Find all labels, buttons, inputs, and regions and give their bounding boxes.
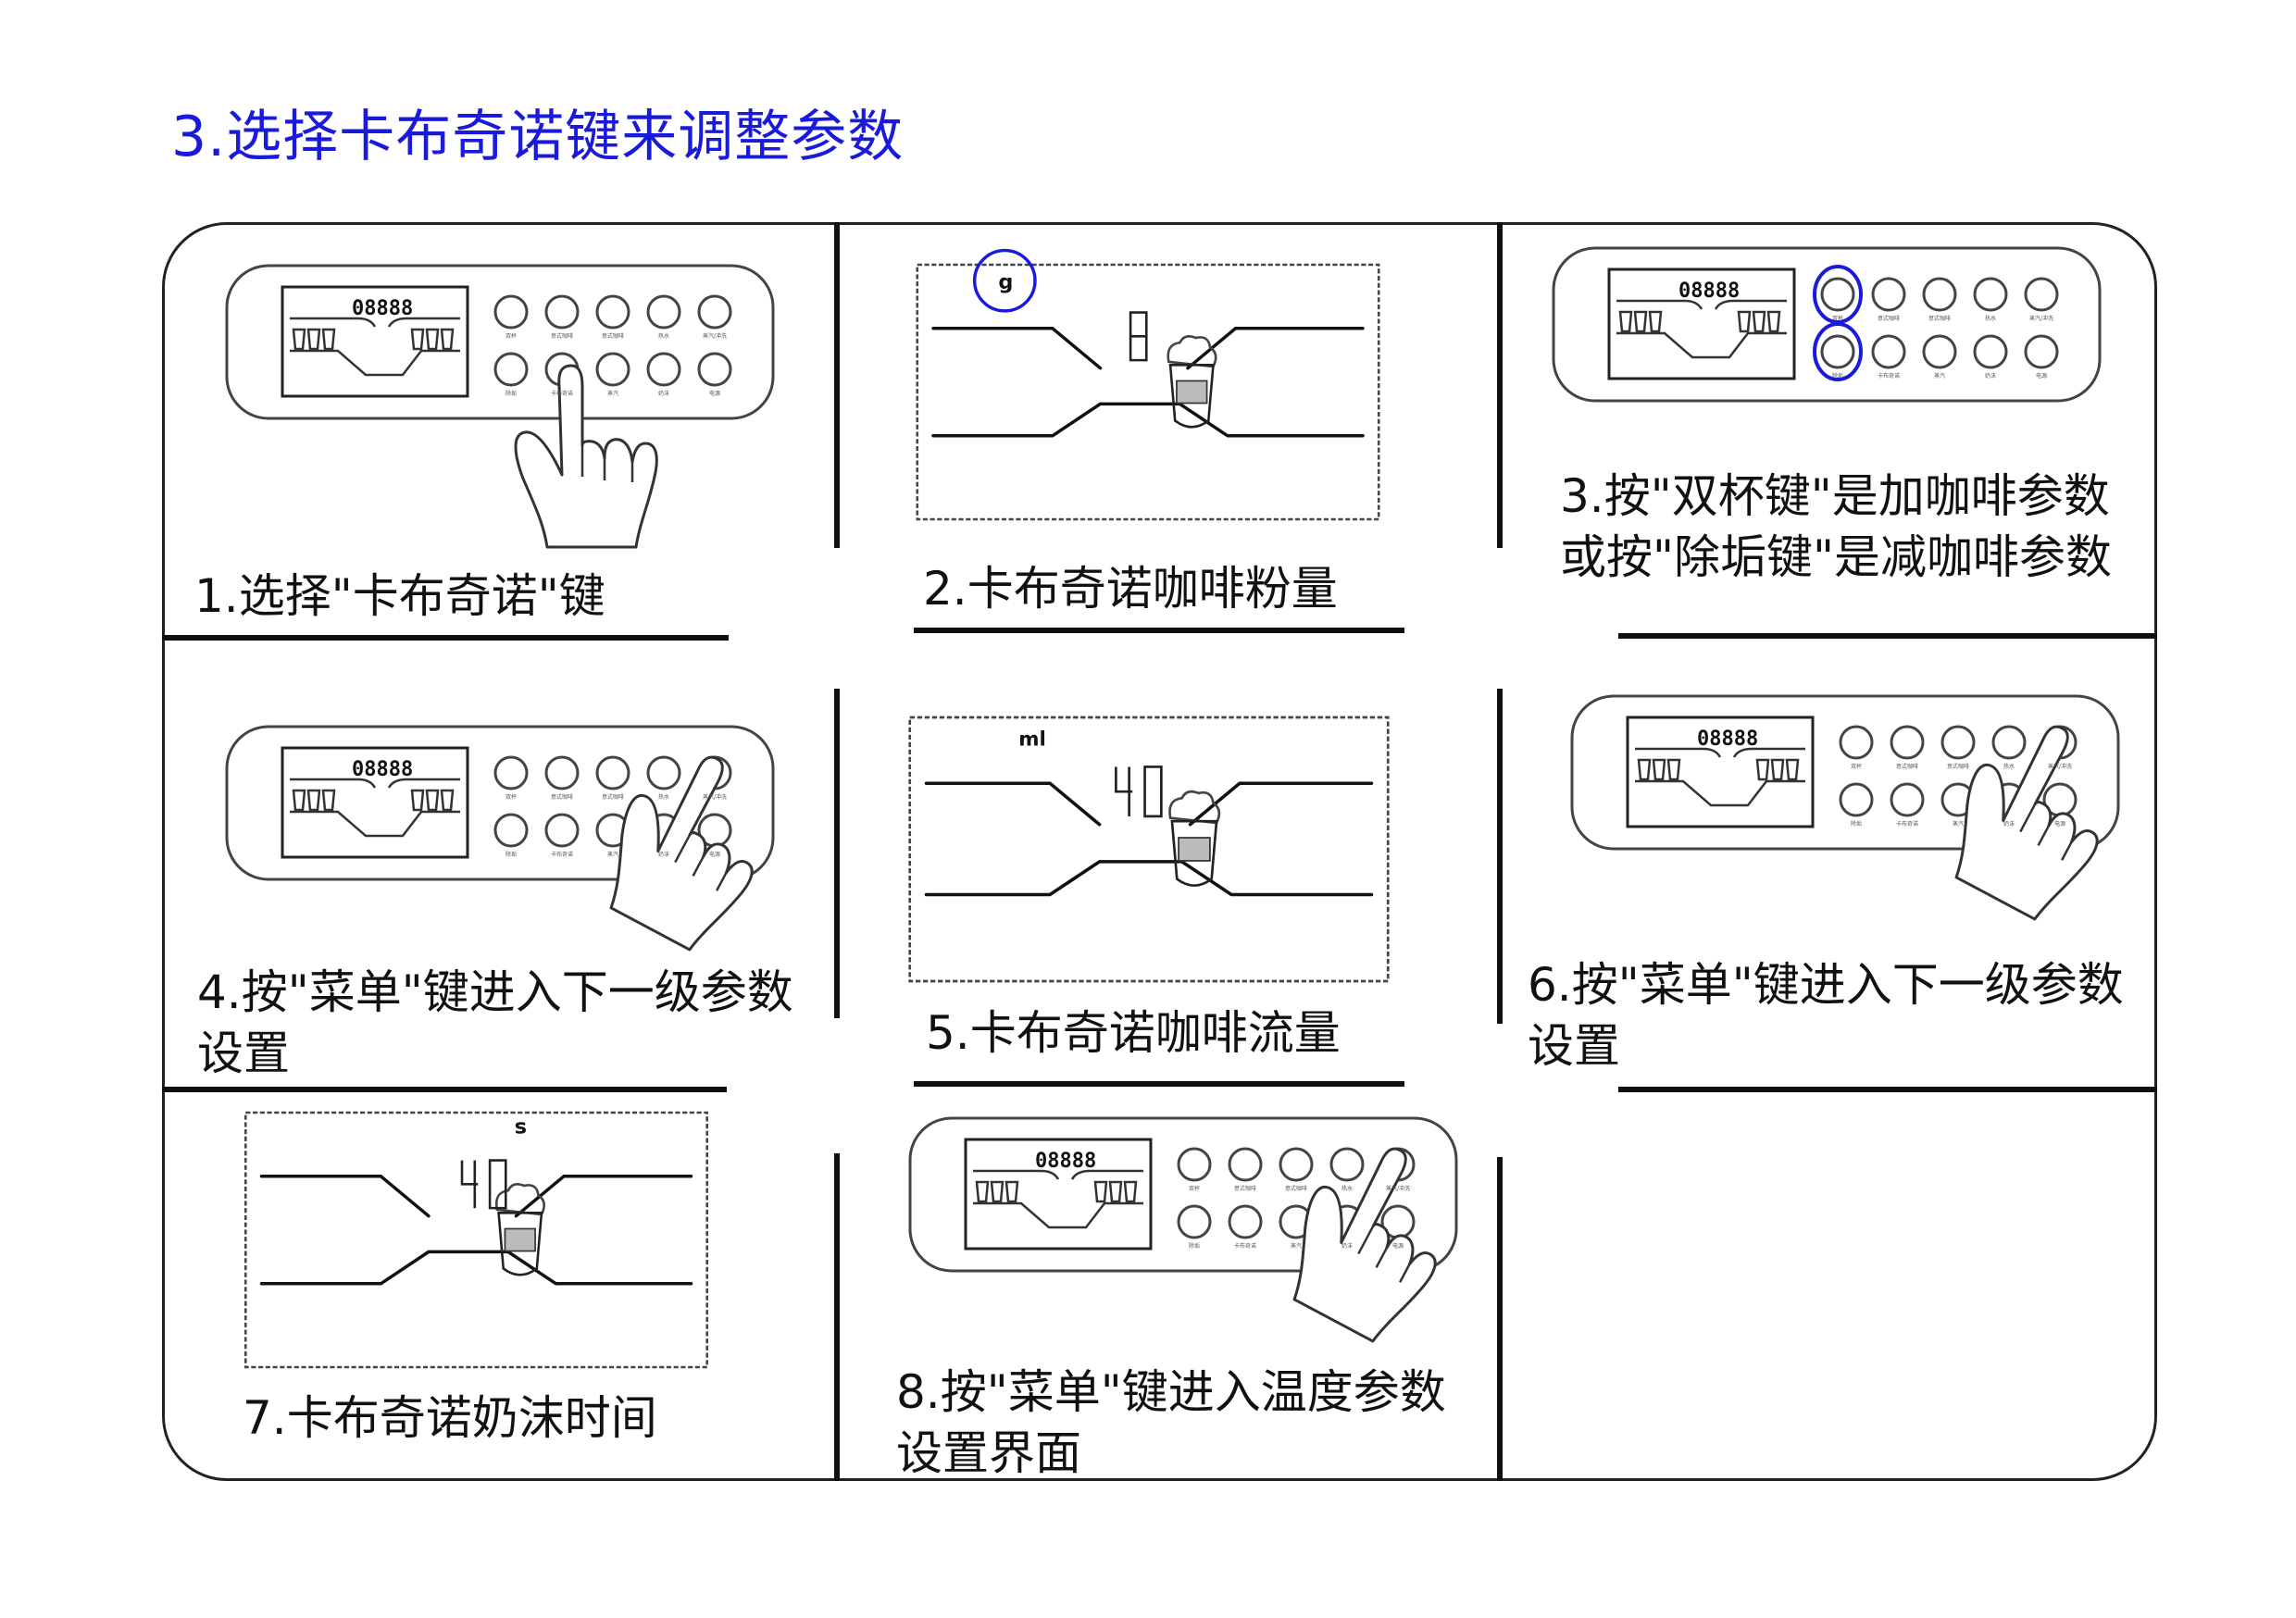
divider-col1-row2	[834, 689, 840, 1018]
step-5-caption: 5.卡布奇诺咖啡流量	[926, 1006, 1341, 1060]
button-label-top-1: 双杯	[1832, 315, 1843, 322]
step-6-caption-line-1: 6.按"菜单"键进入下一级参数	[1528, 958, 2124, 1012]
step-8-caption-line-1: 8.按"菜单"键进入温度参数	[896, 1365, 1446, 1419]
button-label-bottom-4: 奶沫	[2003, 820, 2015, 828]
underline-step-2	[914, 628, 1404, 633]
step-3-caption-line-2: 或按"除垢键"是减咖啡参数	[1560, 530, 2112, 584]
button-label-top-3: 意式咖啡	[602, 793, 624, 801]
button-label-top-3: 意式咖啡	[1947, 763, 1969, 770]
display-screen-illustration: ml	[908, 716, 1390, 983]
button-label-bottom-4: 奶沫	[1985, 372, 1996, 380]
display-screen-illustration: g	[916, 248, 1380, 521]
unit-label: g	[998, 270, 1013, 294]
button-label-top-1: 双杯	[1189, 1185, 1200, 1192]
button-label-bottom-4: 奶沫	[658, 390, 669, 397]
button-label-bottom-3: 蒸汽	[1291, 1242, 1302, 1250]
button-label-top-5: 蒸汽/冲洗	[703, 332, 727, 340]
button-label-top-2: 意式咖啡	[1234, 1185, 1256, 1192]
lcd-value: 08888	[352, 758, 413, 781]
underline-step-4	[162, 1087, 727, 1092]
lcd-value: 08888	[1697, 728, 1758, 751]
button-label-top-4: 热水	[2003, 763, 2015, 770]
step-2-caption: 2.卡布奇诺咖啡粉量	[923, 562, 1338, 616]
step-4-caption-line-2: 设置	[197, 1027, 290, 1080]
button-label-bottom-1: 除垢	[505, 851, 517, 858]
step-8-caption-line-2: 设置界面	[896, 1426, 1081, 1480]
page-title: 3.选择卡布奇诺键来调整参数	[171, 105, 905, 169]
button-label-top-4: 热水	[1985, 315, 1996, 322]
divider-col2-row1	[1497, 222, 1503, 548]
underline-step-5	[914, 1081, 1404, 1087]
button-label-bottom-2: 卡布奇诺	[1234, 1242, 1256, 1250]
button-label-bottom-2: 卡布奇诺	[1896, 820, 1918, 828]
button-label-bottom-5: 电源	[2036, 372, 2047, 380]
divider-col2-row2	[1497, 689, 1503, 1024]
button-label-bottom-5: 电源	[1392, 1242, 1404, 1250]
unit-label: ml	[1018, 728, 1046, 751]
button-label-bottom-3: 蒸汽	[607, 390, 618, 397]
button-label-top-4: 热水	[1341, 1185, 1353, 1192]
divider-col1-row3	[834, 1153, 840, 1481]
button-label-bottom-4: 奶沫	[658, 851, 669, 858]
button-label-top-2: 意式咖啡	[551, 793, 573, 801]
divider-col1-row1	[834, 222, 840, 548]
divider-col2-row3	[1497, 1157, 1503, 1481]
lcd-value: 08888	[1035, 1150, 1096, 1173]
button-label-top-4: 热水	[658, 793, 669, 801]
descale-highlight	[1813, 322, 1863, 381]
step-3-caption-line-1: 3.按"双杯键"是加咖啡参数	[1560, 469, 2110, 523]
button-label-top-2: 意式咖啡	[1896, 763, 1918, 770]
underline-step-3	[1618, 633, 2157, 639]
button-label-bottom-2: 卡布奇诺	[551, 851, 573, 858]
unit-label: s	[515, 1114, 527, 1139]
button-label-top-1: 双杯	[1851, 763, 1862, 770]
step-6-caption-line-2: 设置	[1528, 1019, 1620, 1073]
step-4-caption-line-1: 4.按"菜单"键进入下一级参数	[197, 965, 793, 1019]
underline-step-6	[1618, 1087, 2157, 1092]
button-label-bottom-1: 除垢	[1851, 820, 1862, 828]
step-1-caption: 1.选择"卡布奇诺"键	[194, 569, 605, 623]
display-screen-illustration: s	[243, 1111, 709, 1369]
steps-frame	[162, 222, 2157, 1481]
button-label-top-2: 意式咖啡	[551, 332, 573, 340]
button-label-top-3: 意式咖啡	[1285, 1185, 1307, 1192]
button-label-top-5: 蒸汽/冲洗	[703, 793, 727, 801]
button-label-bottom-5: 电源	[709, 851, 720, 858]
button-label-top-5: 蒸汽/冲洗	[2029, 315, 2053, 322]
button-label-bottom-5: 电源	[709, 390, 720, 397]
button-label-bottom-5: 电源	[2054, 820, 2065, 828]
lcd-value: 08888	[352, 297, 413, 320]
button-label-bottom-1: 除垢	[1189, 1242, 1200, 1250]
button-label-top-2: 意式咖啡	[1878, 315, 1900, 322]
button-label-top-5: 蒸汽/冲洗	[2048, 763, 2072, 770]
button-label-bottom-2: 卡布奇诺	[551, 390, 573, 397]
button-label-top-1: 双杯	[505, 793, 517, 801]
button-label-bottom-1: 除垢	[1832, 372, 1843, 380]
button-label-bottom-3: 蒸汽	[607, 851, 618, 858]
button-label-top-3: 意式咖啡	[602, 332, 624, 340]
step-7-caption: 7.卡布奇诺奶沫时间	[243, 1391, 657, 1445]
button-label-bottom-3: 蒸汽	[1953, 820, 1964, 828]
button-label-top-3: 意式咖啡	[1928, 315, 1951, 322]
lcd-value: 08888	[1678, 280, 1740, 303]
button-label-bottom-4: 奶沫	[1341, 1242, 1353, 1250]
button-label-bottom-2: 卡布奇诺	[1878, 372, 1900, 380]
underline-step-1	[162, 635, 729, 641]
button-label-top-4: 热水	[658, 332, 669, 340]
button-label-top-5: 蒸汽/冲洗	[1386, 1185, 1410, 1192]
button-label-bottom-1: 除垢	[505, 390, 517, 397]
button-label-top-1: 双杯	[505, 332, 517, 340]
button-label-bottom-3: 蒸汽	[1934, 372, 1945, 380]
